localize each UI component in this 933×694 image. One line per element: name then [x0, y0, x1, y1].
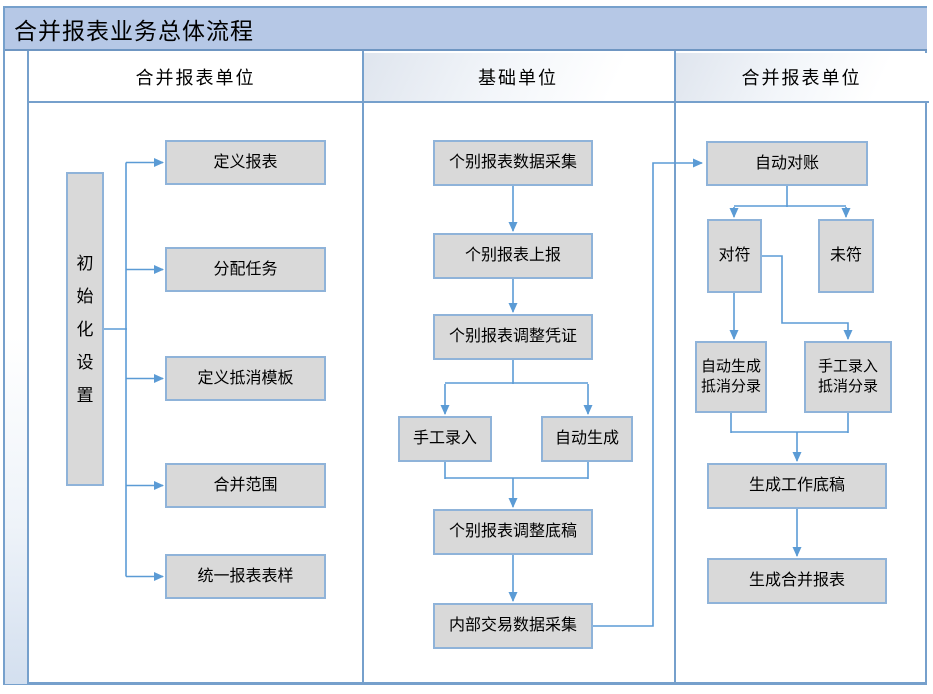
lane-header-bg-right — [676, 53, 927, 101]
node-init-settings: 初 始 化 设 置 — [66, 172, 104, 486]
node-auto-reconciliation: 自动对账 — [706, 141, 868, 186]
node-auto-generate-elimination-entries: 自动生成 抵消分录 — [695, 341, 767, 413]
node-unified-report-format: 统一报表表样 — [165, 554, 326, 599]
node-define-report: 定义报表 — [165, 140, 326, 185]
lane-header-left: 合并报表单位 — [135, 68, 256, 88]
lane-header-middle: 基础单位 — [478, 68, 558, 88]
diagram-title: 合并报表业务总体流程 — [14, 17, 254, 44]
node-auto-generate: 自动生成 — [541, 416, 633, 462]
diagram-title-bar: 合并报表业务总体流程 — [5, 8, 927, 51]
lane-header-bg-middle — [364, 53, 674, 101]
node-assign-tasks: 分配任务 — [165, 247, 326, 292]
node-internal-transaction-data-collection: 内部交易数据采集 — [433, 603, 593, 649]
node-individual-report-adjustment-voucher: 个别报表调整凭证 — [433, 314, 593, 360]
node-individual-report-adjustment-draft: 个别报表调整底稿 — [433, 509, 593, 555]
left-strip — [5, 51, 29, 684]
node-manual-entry: 手工录入 — [398, 416, 492, 462]
header-underline — [29, 101, 929, 103]
node-individual-report-submission: 个别报表上报 — [433, 233, 593, 279]
node-define-elimination-template: 定义抵消模板 — [165, 356, 326, 401]
node-individual-report-data-collection: 个别报表数据采集 — [433, 140, 593, 186]
node-generate-working-papers: 生成工作底稿 — [707, 463, 887, 509]
lane-divider-2 — [674, 51, 676, 684]
node-consolidation-scope: 合并范围 — [165, 463, 326, 508]
node-generate-consolidated-statements: 生成合并报表 — [707, 558, 887, 604]
lane-divider-1 — [362, 51, 364, 684]
node-manual-entry-elimination-entries: 手工录入 抵消分录 — [804, 341, 892, 413]
node-matched: 对符 — [707, 219, 762, 293]
lane-header-right: 合并报表单位 — [741, 68, 862, 88]
node-unmatched: 未符 — [818, 219, 874, 293]
